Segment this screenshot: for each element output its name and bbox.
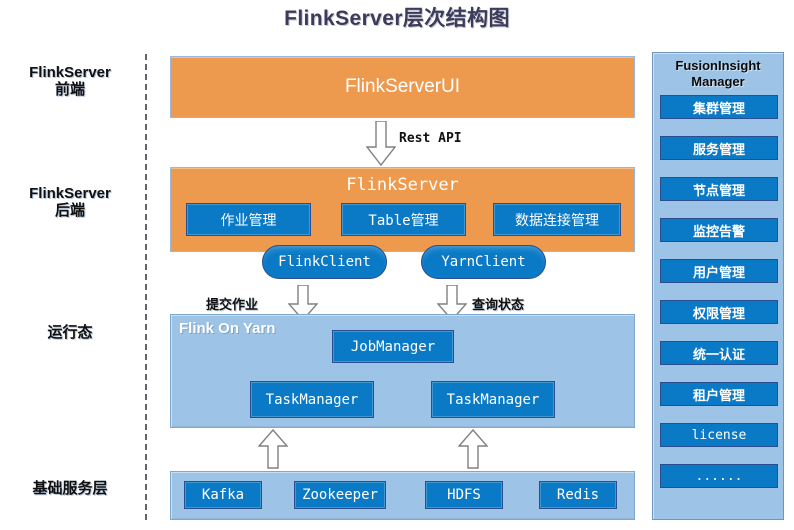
page-title: FlinkServer层次结构图 — [284, 7, 510, 30]
submit-job-label: 提交作业 — [206, 297, 259, 312]
flink-on-yarn-label: Flink On Yarn — [179, 320, 276, 337]
base-up-arrow-left — [257, 428, 289, 474]
fi-item-cluster-management[interactable]: 集群管理 — [660, 95, 778, 119]
fi-item-tenant-management-label: 租户管理 — [692, 387, 745, 403]
fi-item-permission-management-label: 权限管理 — [692, 305, 745, 321]
flinkserver-label: FlinkServer — [346, 175, 459, 195]
fi-item-user-management[interactable]: 用户管理 — [660, 259, 778, 283]
module-data-connection-management[interactable]: 数据连接管理 — [493, 203, 621, 236]
module-job-management-label: 作业管理 — [220, 211, 277, 228]
yarn-client-label: YarnClient — [441, 254, 526, 270]
layer-label-base: 基础服务层 — [32, 480, 108, 497]
task-manager-box-1[interactable]: TaskManager — [250, 381, 374, 418]
job-manager-label: JobManager — [350, 338, 436, 355]
layer-label-runtime: 运行态 — [47, 324, 93, 341]
query-status-label: 查询状态 — [472, 297, 525, 312]
query-status-arrow — [436, 284, 468, 326]
fi-item-permission-management[interactable]: 权限管理 — [660, 300, 778, 324]
module-table-management[interactable]: Table管理 — [341, 203, 466, 236]
fi-item-license-label: license — [691, 427, 747, 443]
fi-item-unified-auth-label: 统一认证 — [692, 346, 745, 362]
fi-item-service-management-label: 服务管理 — [692, 141, 745, 157]
service-zookeeper-label: Zookeeper — [302, 487, 378, 503]
service-redis-label: Redis — [556, 487, 600, 503]
module-table-management-label: Table管理 — [368, 212, 439, 229]
task-manager-box-2[interactable]: TaskManager — [431, 381, 555, 418]
fi-item-cluster-management-label: 集群管理 — [692, 100, 745, 116]
service-hdfs-label: HDFS — [447, 487, 481, 503]
fusioninsight-manager-panel: FusionInsight Manager 集群管理 服务管理 节点管理 监控告… — [652, 52, 784, 520]
flinkserver-ui-label: FlinkServerUI — [344, 76, 461, 97]
base-up-arrow-right — [457, 428, 489, 474]
flink-client-label: FlinkClient — [278, 254, 371, 270]
layer-divider — [145, 54, 147, 520]
job-manager-box[interactable]: JobManager — [332, 330, 454, 363]
fi-item-monitor-alarm-label: 监控告警 — [692, 223, 745, 239]
layer-label-frontend: FlinkServer 前端 — [29, 64, 111, 99]
module-job-management[interactable]: 作业管理 — [186, 203, 311, 236]
fi-item-license[interactable]: license — [660, 423, 778, 447]
fi-item-user-management-label: 用户管理 — [692, 264, 745, 280]
fi-item-monitor-alarm[interactable]: 监控告警 — [660, 218, 778, 242]
fi-item-more[interactable]: ...... — [660, 464, 778, 488]
yarn-client-pill[interactable]: YarnClient — [421, 245, 546, 279]
service-redis[interactable]: Redis — [539, 481, 617, 509]
submit-job-arrow — [287, 284, 319, 326]
service-zookeeper[interactable]: Zookeeper — [294, 481, 386, 509]
rest-api-label: Rest API — [399, 131, 462, 146]
task-manager-label-1: TaskManager — [265, 391, 359, 408]
module-data-connection-management-label: 数据连接管理 — [515, 211, 599, 228]
fi-item-more-label: ...... — [695, 468, 743, 484]
rest-api-arrow — [365, 120, 397, 171]
flinkserver-ui-box[interactable]: FlinkServerUI — [170, 56, 635, 118]
fi-item-tenant-management[interactable]: 租户管理 — [660, 382, 778, 406]
fi-item-node-management-label: 节点管理 — [692, 182, 745, 198]
task-manager-label-2: TaskManager — [446, 391, 540, 408]
service-kafka-label: Kafka — [201, 487, 245, 503]
fi-item-node-management[interactable]: 节点管理 — [660, 177, 778, 201]
service-kafka[interactable]: Kafka — [184, 481, 262, 509]
flink-client-pill[interactable]: FlinkClient — [262, 245, 387, 279]
fusioninsight-manager-title: FusionInsight Manager — [675, 58, 761, 89]
fi-item-unified-auth[interactable]: 统一认证 — [660, 341, 778, 365]
fi-item-service-management[interactable]: 服务管理 — [660, 136, 778, 160]
service-hdfs[interactable]: HDFS — [425, 481, 503, 509]
layer-label-backend: FlinkServer 后端 — [29, 185, 111, 220]
